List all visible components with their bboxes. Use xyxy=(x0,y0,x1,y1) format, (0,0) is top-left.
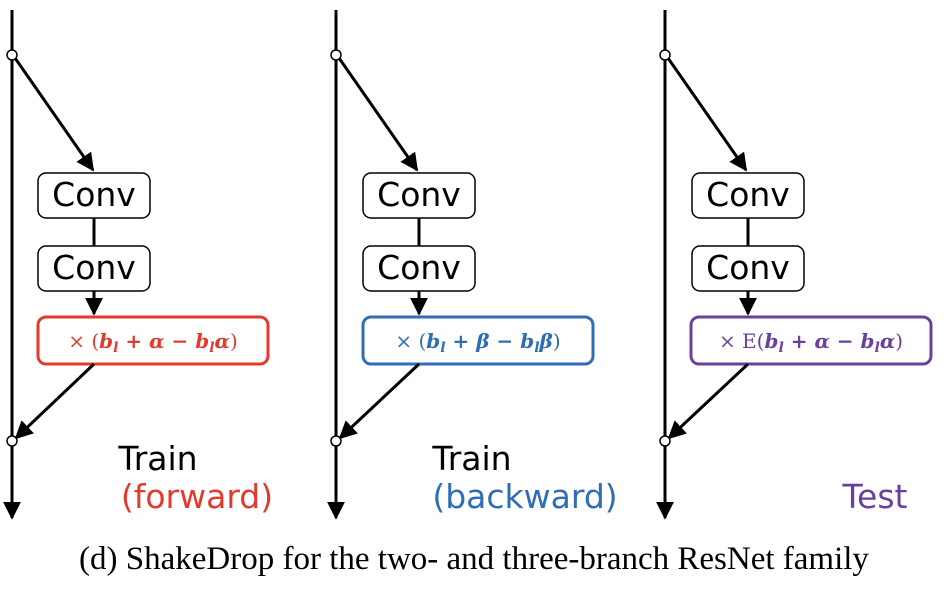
multiplier-formula-forward: × (bl + α − blα) xyxy=(68,329,238,356)
split-node xyxy=(659,49,671,61)
panel-label-line2: (backward) xyxy=(432,477,617,516)
conv-box-1-label: Conv xyxy=(706,175,790,214)
multiplier-formula-backward: × (bl + β − blβ) xyxy=(395,329,560,356)
branch-arrow-out xyxy=(338,362,421,440)
multiplier-box-forward xyxy=(36,315,270,366)
merge-node xyxy=(6,435,18,447)
multiplier-box-test xyxy=(689,315,933,366)
conv-box-1-label: Conv xyxy=(377,175,461,214)
merge-node xyxy=(330,435,342,447)
shakedrop-diagram: Conv Conv × (bl + α − blα) Train (forwar… xyxy=(3,10,933,520)
split-node xyxy=(330,49,342,61)
figure-caption: (d) ShakeDrop for the two- and three-bra… xyxy=(79,541,869,577)
split-node xyxy=(6,49,18,61)
branch-arrow-in xyxy=(337,57,419,172)
branch-arrow-in xyxy=(666,57,748,172)
panel-label-line1: Train xyxy=(431,439,511,478)
panel-label-line2: Test xyxy=(842,477,908,516)
branch-arrow-in xyxy=(13,57,95,172)
multiplier-box-backward xyxy=(361,315,595,366)
panel-backward: Conv Conv × (bl + β − blβ) Train (backwa… xyxy=(327,10,618,520)
panel-forward: Conv Conv × (bl + α − blα) Train (forwar… xyxy=(3,10,273,520)
conv-box-2-label: Conv xyxy=(377,248,461,287)
conv-box-1-label: Conv xyxy=(52,175,136,214)
panel-label-line2: (forward) xyxy=(121,477,273,516)
conv-box-2-label: Conv xyxy=(706,248,790,287)
conv-box-2-label: Conv xyxy=(52,248,136,287)
multiplier-formula-test: × E(bl + α − blα) xyxy=(719,329,903,356)
merge-node xyxy=(659,435,671,447)
panel-label-line1: Train xyxy=(117,439,197,478)
panel-test: Conv Conv × E(bl + α − blα) Test xyxy=(656,10,933,520)
branch-arrow-out xyxy=(14,362,96,440)
branch-arrow-out xyxy=(667,362,750,440)
